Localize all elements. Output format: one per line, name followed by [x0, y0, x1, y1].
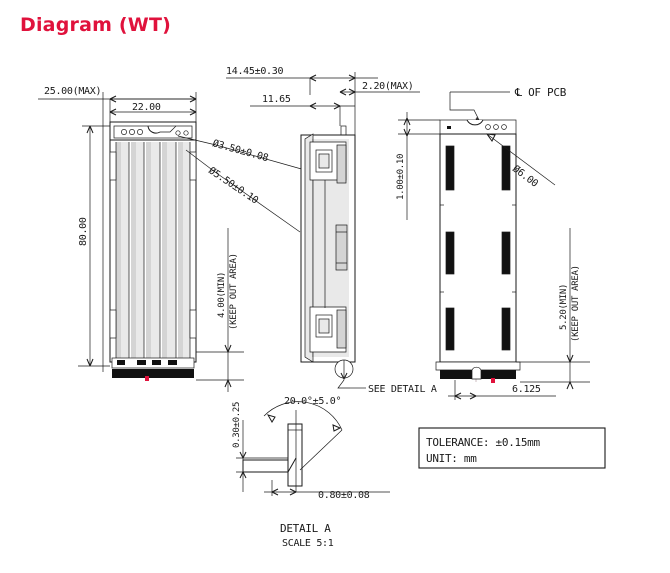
dim-front-width-max: 25.00(MAX): [44, 86, 101, 97]
page-title: Diagram (WT): [20, 14, 171, 36]
dim-hole-small: Ø3.50±0.08: [211, 137, 270, 164]
dim-detail-width: 0.80±0.08: [318, 490, 370, 501]
dim-keepout-left-note: (KEEP OUT AREA): [229, 253, 239, 330]
dim-front-height: 80.00: [78, 217, 89, 246]
annotation-see-detail: SEE DETAIL A: [368, 384, 437, 395]
dim-rear-offset: 6.125: [512, 384, 541, 395]
dim-bottom-standoff: 0.30±0.25: [232, 402, 242, 448]
rear-view: 1.00±0.10 ℄ OF PCB: [396, 86, 590, 400]
dim-side-depth-inner: 11.65: [262, 94, 291, 105]
detail-a: 20.0°±5.0° 0.80±0.08 DETAIL A SCALE 5:1: [242, 396, 390, 549]
annotation-pcb-centerline: ℄ OF PCB: [514, 86, 567, 99]
dim-keepout-right-note: (KEEP OUT AREA): [571, 265, 581, 342]
dim-rear-top-gap: 1.00±0.10: [396, 154, 406, 200]
dim-keepout-right: 5.20(MIN): [559, 284, 569, 330]
dim-detail-angle: 20.0°±5.0°: [284, 396, 341, 407]
front-view: 25.00(MAX) 22.00 80.00 Ø3.50±0.08 Ø5.50±…: [38, 86, 306, 492]
tolerance-line-1: TOLERANCE: ±0.15mm: [426, 436, 540, 449]
tolerance-line-2: UNIT: mm: [426, 452, 477, 465]
dim-side-tab: 2.20(MAX): [362, 81, 414, 92]
tolerance-box: TOLERANCE: ±0.15mm UNIT: mm: [418, 427, 606, 469]
dim-keepout-left: 4.00(MIN): [217, 272, 227, 318]
dim-side-depth: 14.45±0.30: [226, 66, 283, 77]
detail-caption: DETAIL A: [280, 522, 331, 535]
dim-front-width: 22.00: [132, 102, 161, 113]
detail-scale: SCALE 5:1: [282, 538, 334, 549]
dim-hole-large: Ø5.50±0.10: [206, 165, 260, 207]
side-view: 14.45±0.30 11.65 2.20(MAX): [226, 66, 437, 395]
